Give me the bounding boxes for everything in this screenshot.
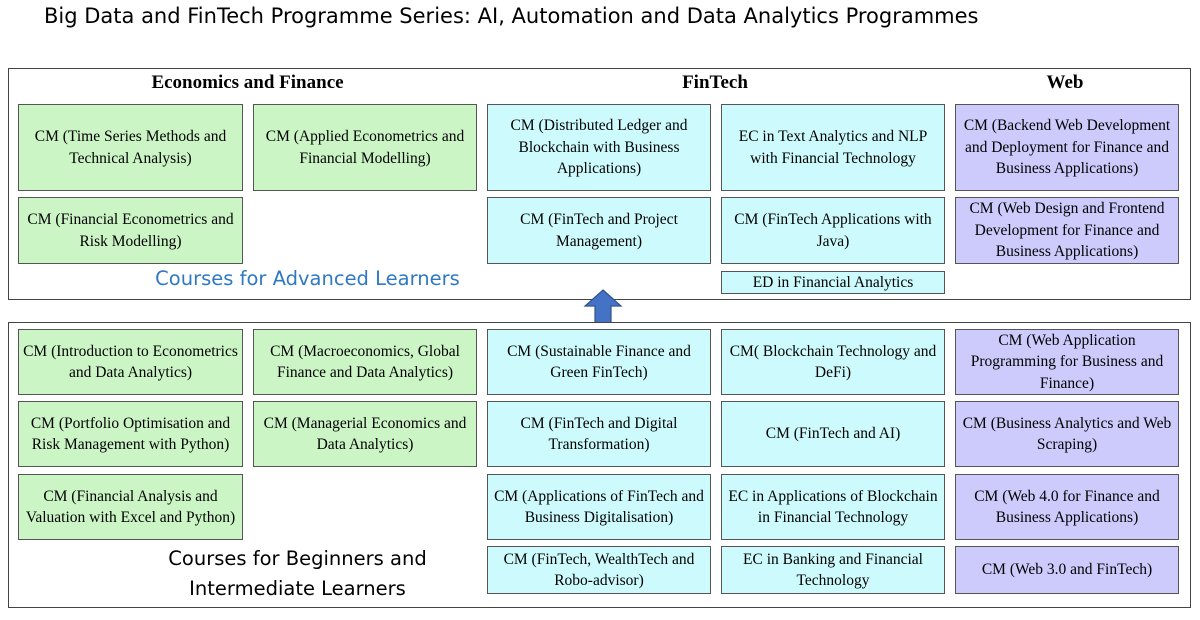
course-box[interactable]: CM (FinTech and Project Management) — [487, 197, 711, 264]
course-box[interactable]: CM (Web 4.0 for Finance and Business App… — [955, 474, 1179, 540]
column-header-economics: Economics and Finance — [151, 72, 344, 93]
course-box[interactable]: CM (Applications of FinTech and Business… — [487, 474, 711, 540]
course-box[interactable]: CM (Business Analytics and Web Scraping) — [955, 401, 1179, 467]
up-arrow-icon — [583, 289, 623, 324]
course-box[interactable]: CM (Financial Analysis and Valuation wit… — [18, 474, 243, 540]
beginner-caption: Courses for Beginners and Intermediate L… — [120, 544, 475, 604]
advanced-caption: Courses for Advanced Learners — [155, 267, 460, 290]
course-box[interactable]: CM (Time Series Methods and Technical An… — [18, 104, 243, 191]
course-box[interactable]: CM (Applied Econometrics and Financial M… — [253, 104, 477, 191]
course-box[interactable]: CM (Macroeconomics, Global Finance and D… — [253, 329, 477, 395]
beginner-caption-line2: Intermediate Learners — [189, 577, 406, 601]
course-box[interactable]: CM (Sustainable Finance and Green FinTec… — [487, 329, 711, 395]
course-box[interactable]: CM (Web 3.0 and FinTech) — [955, 546, 1179, 594]
course-box[interactable]: CM (Web Application Programming for Busi… — [955, 329, 1179, 395]
course-box[interactable]: CM (Web Design and Frontend Development … — [955, 197, 1179, 264]
course-box[interactable]: CM (Backend Web Development and Deployme… — [955, 104, 1179, 191]
course-box[interactable]: CM (Distributed Ledger and Blockchain wi… — [487, 104, 711, 191]
course-box[interactable]: CM( Blockchain Technology and DeFi) — [721, 329, 945, 395]
course-box[interactable]: EC in Text Analytics and NLP with Financ… — [721, 104, 945, 191]
course-box[interactable]: CM (FinTech Applications with Java) — [721, 197, 945, 264]
course-box[interactable]: CM (FinTech and AI) — [721, 401, 945, 467]
column-header-fintech: FinTech — [682, 72, 748, 93]
course-box[interactable]: ED in Financial Analytics — [721, 271, 945, 294]
course-box[interactable]: CM (Introduction to Econometrics and Dat… — [18, 329, 243, 395]
beginner-caption-line1: Courses for Beginners and — [168, 547, 427, 570]
course-box[interactable]: CM (Managerial Economics and Data Analyt… — [253, 401, 477, 467]
column-header-web: Web — [1046, 72, 1084, 93]
course-box[interactable]: EC in Applications of Blockchain in Fina… — [721, 474, 945, 540]
course-box[interactable]: CM (FinTech and Digital Transformation) — [487, 401, 711, 467]
course-box[interactable]: EC in Banking and Financial Technology — [721, 546, 945, 594]
course-box[interactable]: CM (FinTech, WealthTech and Robo-advisor… — [487, 546, 711, 594]
course-box[interactable]: CM (Financial Econometrics and Risk Mode… — [18, 197, 243, 264]
course-box[interactable]: CM (Portfolio Optimisation and Risk Mana… — [18, 401, 243, 467]
page-title: Big Data and FinTech Programme Series: A… — [44, 4, 979, 28]
